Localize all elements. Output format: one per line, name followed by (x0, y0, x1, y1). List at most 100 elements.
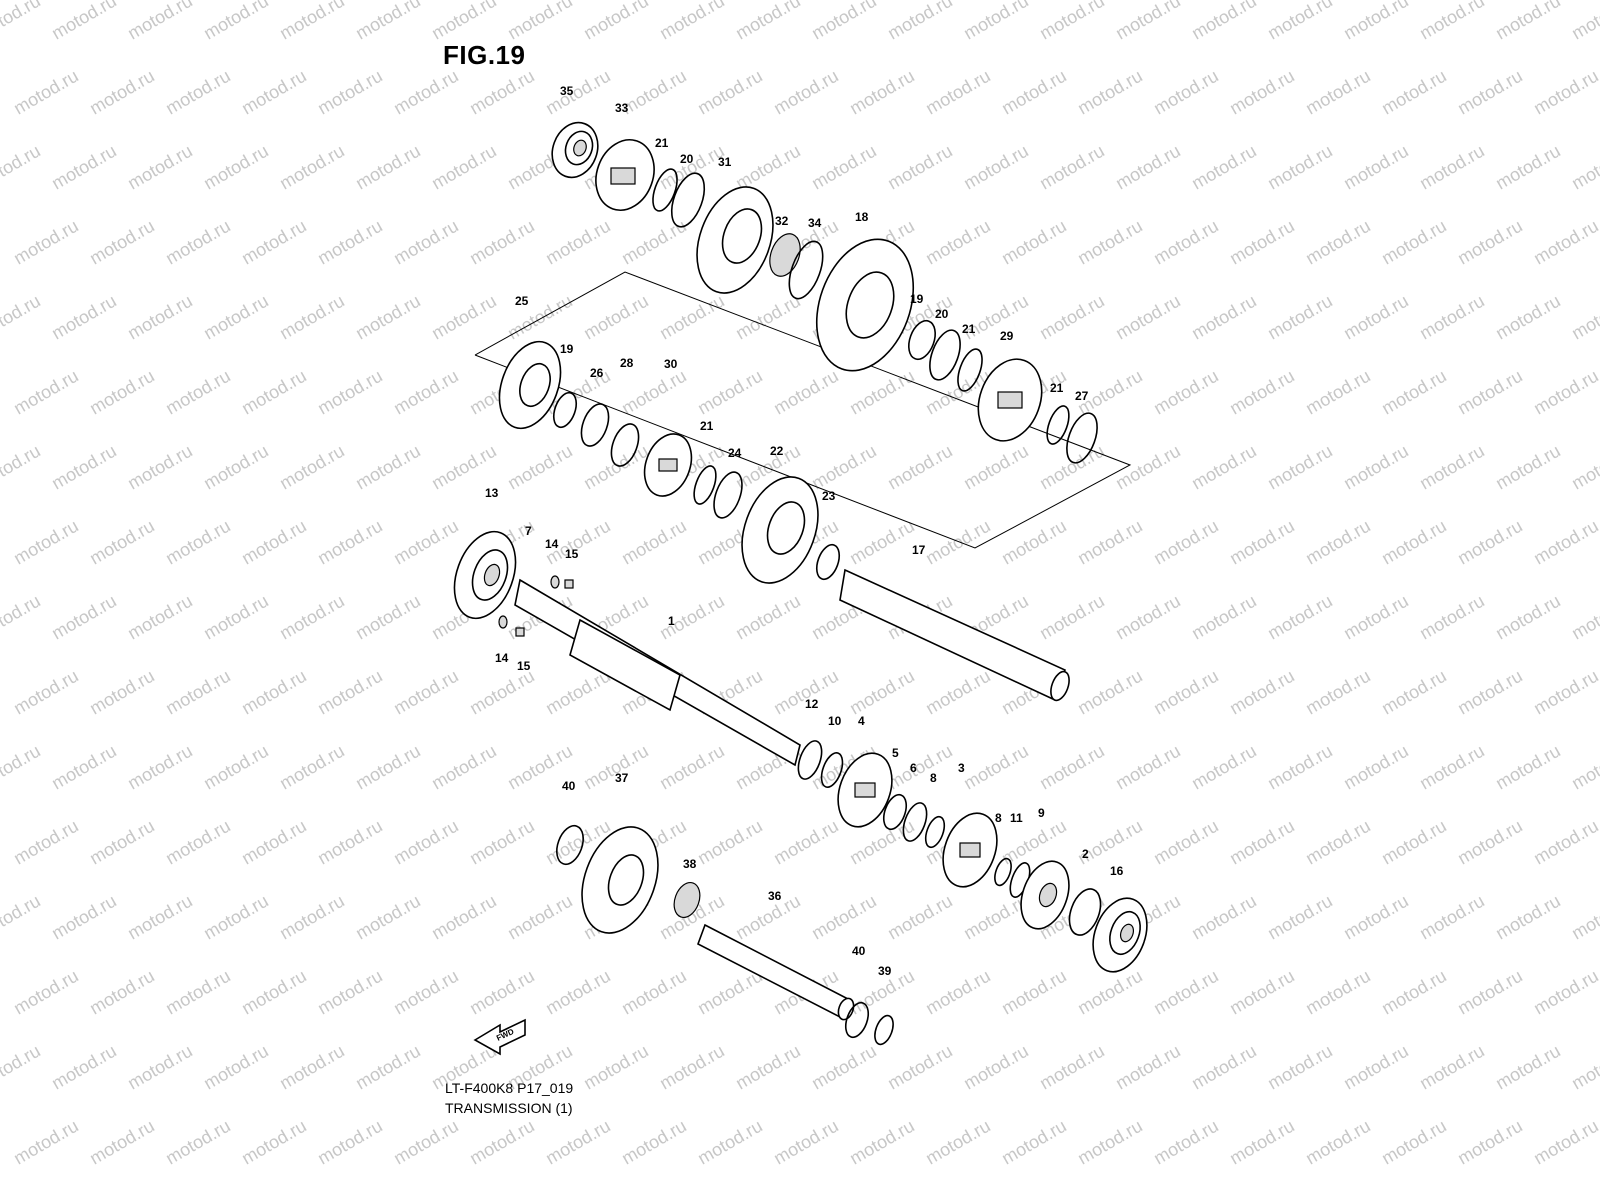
callout-label: 13 (485, 486, 499, 500)
watermark-text: motod.ru (1150, 516, 1222, 569)
watermark-text: motod.ru (884, 441, 956, 494)
watermark-text: motod.ru (922, 966, 994, 1019)
watermark-text: motod.ru (1074, 666, 1146, 719)
watermark-text: motod.ru (884, 0, 956, 43)
watermark-text: motod.ru (0, 441, 44, 494)
watermark-text: motod.ru (390, 366, 462, 419)
watermark-text: motod.ru (1530, 816, 1600, 869)
watermark-text: motod.ru (86, 1116, 158, 1169)
bolt-15-lower (515, 627, 525, 637)
callout-label: 8 (930, 771, 937, 785)
watermark-text: motod.ru (1188, 291, 1260, 344)
watermark-text: motod.ru (276, 591, 348, 644)
callout-label: 38 (683, 857, 697, 871)
watermark-text: motod.ru (48, 141, 120, 194)
watermark-text: motod.ru (1568, 1041, 1600, 1094)
watermark-text: motod.ru (542, 216, 614, 269)
callout-label: 14 (495, 651, 509, 665)
watermark-text: motod.ru (314, 816, 386, 869)
callout-label: 22 (770, 444, 784, 458)
watermark-text: motod.ru (1492, 0, 1564, 43)
watermark-text: motod.ru (1378, 1116, 1450, 1169)
watermark-text: motod.ru (1188, 891, 1260, 944)
callout-label: 37 (615, 771, 629, 785)
watermark-text: motod.ru (1340, 1041, 1412, 1094)
watermark-text: motod.ru (1530, 966, 1600, 1019)
watermark-text: motod.ru (48, 0, 120, 43)
watermark-text: motod.ru (960, 141, 1032, 194)
watermark-text: motod.ru (200, 441, 272, 494)
bearing-16 (1092, 897, 1148, 973)
circlip-8-a (924, 815, 946, 849)
watermark-text: motod.ru (998, 1116, 1070, 1169)
callout-label: 16 (1110, 864, 1124, 878)
callout-label: 34 (808, 216, 822, 230)
watermark-text: motod.ru (124, 0, 196, 43)
countershaft-17 (839, 568, 1070, 702)
callout-label: 18 (855, 210, 869, 224)
watermark-text: motod.ru (200, 291, 272, 344)
watermark-text: motod.ru (314, 66, 386, 119)
callout-label: 25 (515, 294, 529, 308)
watermark-text: motod.ru (1112, 441, 1184, 494)
callout-layer: 35 33 21 20 31 32 34 18 19 20 21 29 21 2… (485, 84, 1124, 978)
callout-label: 39 (878, 964, 892, 978)
watermark-text: motod.ru (846, 516, 918, 569)
watermark-text: motod.ru (1264, 441, 1336, 494)
watermark-text: motod.ru (960, 441, 1032, 494)
watermark-text: motod.ru (1416, 441, 1488, 494)
watermark-text: motod.ru (1302, 816, 1374, 869)
watermark-text: motod.ru (1074, 516, 1146, 569)
watermark-text: motod.ru (1302, 516, 1374, 569)
watermark-text: motod.ru (580, 291, 652, 344)
callout-label: 21 (700, 419, 714, 433)
watermark-text: motod.ru (0, 591, 44, 644)
watermark-text: motod.ru (808, 141, 880, 194)
pin-14-upper (550, 575, 560, 589)
watermark-text: motod.ru (428, 141, 500, 194)
gear-9 (1020, 860, 1070, 930)
watermark-text: motod.ru (960, 0, 1032, 43)
watermark-text: motod.ru (124, 741, 196, 794)
watermark-text: motod.ru (86, 816, 158, 869)
watermark-text: motod.ru (1264, 891, 1336, 944)
model-code: LT-F400K8 P17_019 (445, 1080, 574, 1096)
watermark-text: motod.ru (846, 1116, 918, 1169)
watermark-text: motod.ru (86, 66, 158, 119)
watermark-text: motod.ru (1340, 591, 1412, 644)
watermark-text: motod.ru (1530, 516, 1600, 569)
watermark-text: motod.ru (1492, 441, 1564, 494)
watermark-text: motod.ru (352, 891, 424, 944)
watermark-text: motod.ru (162, 366, 234, 419)
watermark-text: motod.ru (238, 1116, 310, 1169)
washer-40-left (556, 824, 584, 866)
watermark-text: motod.ru (1454, 366, 1526, 419)
watermark-text: motod.ru (314, 966, 386, 1019)
callout-label: 4 (858, 714, 865, 728)
watermark-text: motod.ru (162, 816, 234, 869)
circlip-21-right (957, 348, 983, 392)
watermark-text: motod.ru (618, 1116, 690, 1169)
watermark-text: motod.ru (314, 666, 386, 719)
watermark-text: motod.ru (124, 891, 196, 944)
washer-40-right (844, 1001, 870, 1039)
watermark-text: motod.ru (618, 66, 690, 119)
watermark-text: motod.ru (1036, 591, 1108, 644)
callout-label: 8 (995, 811, 1002, 825)
watermark-text: motod.ru (1188, 141, 1260, 194)
watermark-text: motod.ru (1264, 141, 1336, 194)
watermark-text: motod.ru (580, 741, 652, 794)
watermark-text: motod.ru (276, 741, 348, 794)
callout-label: 5 (892, 746, 899, 760)
washer-26 (580, 403, 610, 447)
watermark-text: motod.ru (314, 516, 386, 569)
circlip-10 (820, 752, 844, 788)
gear-4 (837, 752, 893, 828)
watermark-text: motod.ru (1150, 1116, 1222, 1169)
watermark-text: motod.ru (428, 0, 500, 43)
callout-label: 21 (962, 322, 976, 336)
bearing-35 (551, 121, 599, 179)
callout-label: 12 (805, 697, 819, 711)
watermark-text: motod.ru (922, 216, 994, 269)
